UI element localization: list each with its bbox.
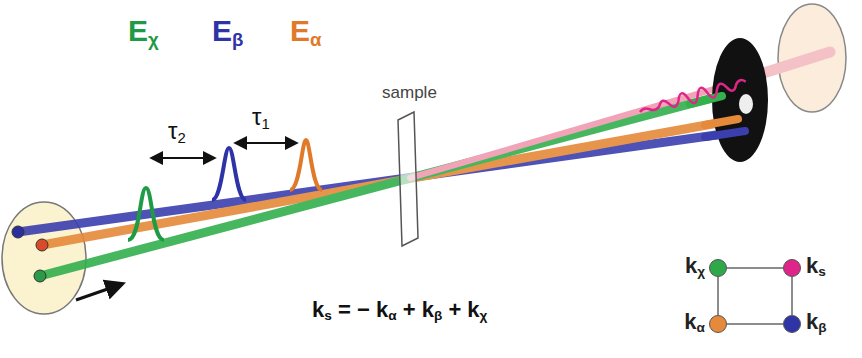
field-label: Eχ xyxy=(128,14,159,50)
delay-arrow xyxy=(236,142,296,144)
wavevector-label: ks xyxy=(806,254,826,279)
pulse-alpha xyxy=(290,140,322,190)
square-side xyxy=(727,323,783,325)
hole xyxy=(36,239,48,251)
mask-hole xyxy=(739,94,753,114)
hole xyxy=(34,270,46,282)
beam-chi xyxy=(40,96,720,276)
wavevector-dot: kβ xyxy=(783,315,801,333)
beam-beta-end xyxy=(705,131,745,137)
wavevector-label: kβ xyxy=(806,310,827,335)
wavevector-label: kχ xyxy=(685,254,705,279)
square-side xyxy=(727,267,783,269)
delay-label: τ2 xyxy=(168,118,186,146)
sample-label: sample xyxy=(382,84,437,103)
square-side xyxy=(717,277,719,315)
beam-signal xyxy=(410,78,752,178)
delay-label: τ1 xyxy=(252,104,270,132)
delay-arrow xyxy=(152,157,214,159)
phase-matching-equation: ks = − kα + kβ + kχ xyxy=(312,298,487,323)
wavevector-dot: kα xyxy=(709,315,727,333)
square-side xyxy=(791,277,793,315)
wavevector-dot: ks xyxy=(783,259,801,277)
signal-wave xyxy=(638,75,747,118)
sample-plate xyxy=(398,112,418,246)
beam-alpha-end xyxy=(705,119,738,125)
hole xyxy=(12,226,24,238)
field-label: Eα xyxy=(290,14,321,50)
input-aperture xyxy=(2,202,86,314)
wavevector-label: kα xyxy=(684,310,705,335)
direction-arrow xyxy=(76,284,122,300)
wavevector-dot: kχ xyxy=(709,259,727,277)
pulse-beta xyxy=(212,148,246,200)
pulse-chi xyxy=(128,188,164,240)
field-label: Eβ xyxy=(212,14,243,50)
